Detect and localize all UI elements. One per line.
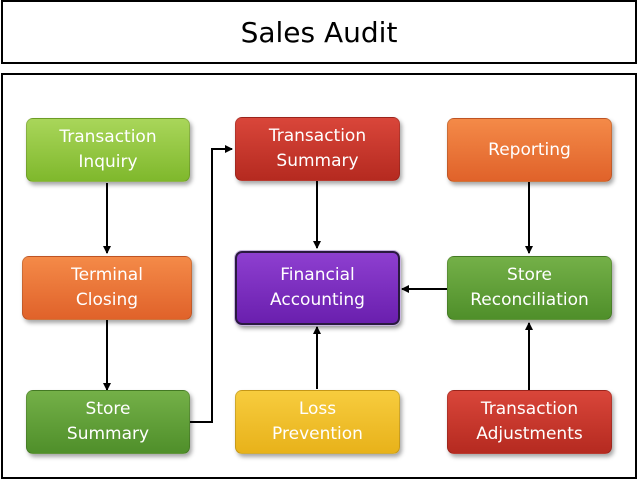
node-terminal-closing: Terminal Closing xyxy=(22,256,192,320)
node-label-terminal-closing: Terminal Closing xyxy=(71,265,143,310)
page-title: Sales Audit xyxy=(240,15,398,49)
node-loss-prevention: Loss Prevention xyxy=(235,390,400,454)
node-store-summary: Store Summary xyxy=(26,390,190,454)
node-transaction-inquiry: Transaction Inquiry xyxy=(26,118,190,182)
node-label-loss-prevention: Loss Prevention xyxy=(272,399,363,444)
node-label-reporting: Reporting xyxy=(488,139,571,160)
node-store-reconciliation: Store Reconciliation xyxy=(447,256,612,320)
node-transaction-adjustments: Transaction Adjustments xyxy=(447,390,612,454)
node-label-transaction-summary: Transaction Summary xyxy=(268,126,367,171)
node-financial-accounting: Financial Accounting xyxy=(235,251,400,325)
node-label-store-reconciliation: Store Reconciliation xyxy=(470,265,589,310)
node-label-store-summary: Store Summary xyxy=(66,399,150,444)
node-transaction-summary: Transaction Summary xyxy=(235,117,400,181)
node-label-transaction-adjustments: Transaction Adjustments xyxy=(476,399,583,444)
title-frame: Sales Audit xyxy=(1,0,637,64)
node-label-financial-accounting: Financial Accounting xyxy=(270,265,365,310)
node-reporting: Reporting xyxy=(447,118,612,182)
node-label-transaction-inquiry: Transaction Inquiry xyxy=(59,127,157,172)
arrow-store-summary-to-transaction-summary xyxy=(190,145,233,423)
